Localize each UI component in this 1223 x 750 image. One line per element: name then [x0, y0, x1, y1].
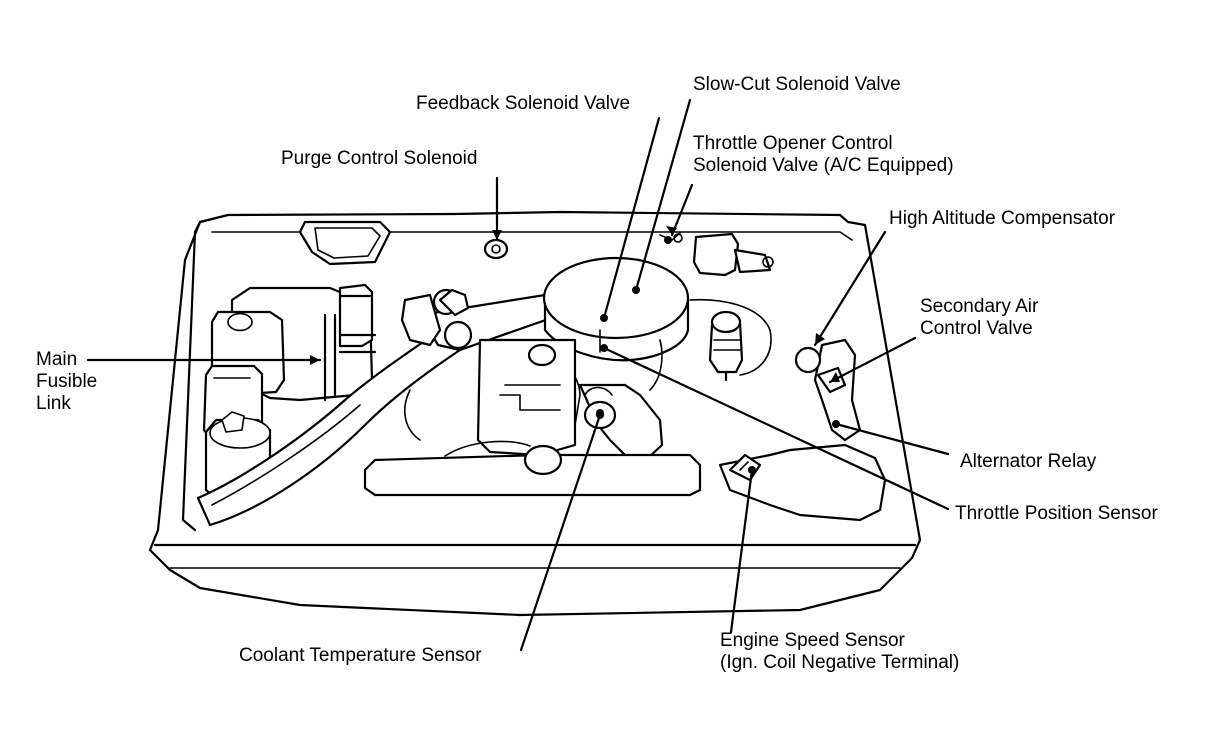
air-cleaner: [542, 256, 690, 426]
label-feedback-solenoid-valve: Feedback Solenoid Valve: [416, 93, 630, 115]
label-main-fusible-link: Main Fusible Link: [36, 349, 97, 415]
label-text: Feedback Solenoid Valve: [416, 93, 631, 114]
label-high-altitude-compensator: High Altitude Compensator: [889, 208, 1115, 230]
label-text: Coolant Temperature Sensor: [239, 645, 482, 666]
label-throttle-opener-control: Throttle Opener Control Solenoid Valve (…: [693, 133, 954, 177]
engine-block: [363, 293, 702, 497]
label-line-1: Throttle Opener Control: [693, 133, 893, 154]
intake-hose: [196, 288, 562, 527]
label-line-1: Secondary Air: [920, 296, 1039, 317]
reservoir: [298, 220, 392, 266]
label-text: High Altitude Compensator: [889, 208, 1116, 229]
label-line-2: (Ign. Coil Negative Terminal): [720, 652, 960, 673]
label-slow-cut-solenoid-valve: Slow-Cut Solenoid Valve: [693, 74, 901, 96]
label-throttle-position-sensor: Throttle Position Sensor: [955, 503, 1158, 525]
label-line-2: Control Valve: [920, 318, 1033, 339]
label-text: Purge Control Solenoid: [281, 148, 478, 169]
label-text: Slow-Cut Solenoid Valve: [693, 74, 901, 95]
leader-arrowheads: [310, 226, 840, 474]
label-coolant-temperature-sensor: Coolant Temperature Sensor: [239, 645, 482, 667]
leader-lines: [86, 98, 950, 652]
label-line-2: Solenoid Valve (A/C Equipped): [693, 155, 954, 176]
label-purge-control-solenoid: Purge Control Solenoid: [281, 148, 477, 170]
label-line-1: Engine Speed Sensor: [720, 630, 905, 651]
label-line-1: Main: [36, 349, 78, 370]
label-text: Alternator Relay: [960, 451, 1097, 472]
label-engine-speed-sensor: Engine Speed Sensor (Ign. Coil Negative …: [720, 630, 959, 674]
label-secondary-air-control-valve: Secondary Air Control Valve: [920, 296, 1038, 340]
label-line-2: Fusible: [36, 371, 98, 392]
label-text: Throttle Position Sensor: [955, 503, 1158, 524]
label-alternator-relay: Alternator Relay: [960, 451, 1096, 473]
right-components: [483, 232, 887, 522]
label-line-3: Link: [36, 393, 71, 414]
